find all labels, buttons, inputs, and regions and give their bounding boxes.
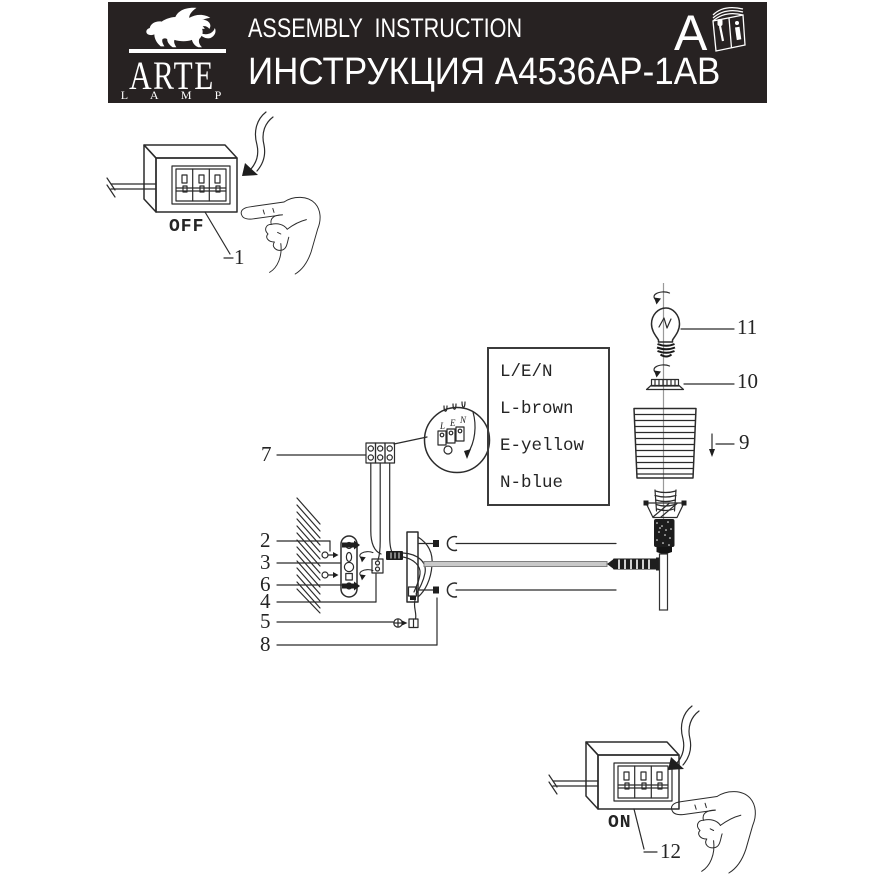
part-number-11: 11 xyxy=(737,315,758,339)
legend-line-blue: N-blue xyxy=(500,473,564,493)
winged-lion-icon xyxy=(146,7,216,48)
legend-line-len: L/E/N xyxy=(500,362,553,382)
leader-lines xyxy=(276,328,735,646)
logo-underline xyxy=(129,49,226,53)
wall-hatching xyxy=(296,497,321,614)
title-english: ASSEMBLY INSTRUCTION xyxy=(248,13,523,43)
brand-subtitle: L A M P xyxy=(120,88,232,102)
canopy-screw-and-nut xyxy=(393,618,419,629)
brand-logo: ARTE L A M P xyxy=(114,2,230,103)
light-bulb xyxy=(650,307,681,358)
part-number-3: 3 xyxy=(260,550,271,574)
press-arrow-off xyxy=(241,111,274,177)
rotate-arrow-bulb xyxy=(653,291,671,306)
wall-anchor-screws xyxy=(321,551,339,579)
part-number-6: 6 xyxy=(260,572,271,596)
part-number-4: 4 xyxy=(260,589,271,613)
part-number-7: 7 xyxy=(261,442,272,466)
pointing-hand-on xyxy=(670,791,756,874)
pointing-hand-off xyxy=(240,196,321,275)
wire-connector xyxy=(386,551,426,595)
clamp-screw-upper xyxy=(418,535,617,552)
legend-line-brown: L-brown xyxy=(500,399,574,419)
switch-state-off: OFF xyxy=(169,217,205,237)
supply-wires xyxy=(370,462,394,561)
instruction-booklet-icon xyxy=(712,7,746,52)
balloon-letter-e: E xyxy=(450,418,456,428)
mounting-bracket xyxy=(340,535,360,598)
part-number-12: 12 xyxy=(660,839,681,863)
part-number-10: 10 xyxy=(737,369,758,393)
switch-box-on xyxy=(548,741,680,853)
part-number-9: 9 xyxy=(739,430,750,454)
balloon-letter-n: N xyxy=(460,415,467,425)
balloon-letter-l: L xyxy=(440,421,446,431)
part-number-1: 1 xyxy=(234,245,245,269)
part-number-2: 2 xyxy=(260,528,271,552)
detail-balloon xyxy=(393,401,491,474)
rotate-arrow-ring xyxy=(653,364,671,379)
title-russian-model: ИНСТРУКЦИЯ A4536AP-1AB xyxy=(248,51,721,93)
header-bar: ARTE L A M P ASSEMBLY INSTRUCTION ИНСТРУ… xyxy=(108,2,767,103)
down-rod xyxy=(658,553,669,611)
press-arrow-on xyxy=(667,705,700,771)
legend-line-yellow: E-yellow xyxy=(500,436,585,456)
lampshade xyxy=(633,407,697,479)
switch-box-off xyxy=(106,144,238,259)
lamp-terminal xyxy=(371,558,384,574)
screw-rotation-arrows xyxy=(359,551,374,581)
socket-ring xyxy=(645,378,685,391)
brand-name: ARTE xyxy=(129,53,215,98)
candle-sleeve xyxy=(654,519,675,554)
shade-socket xyxy=(643,489,687,519)
clamp-screw-lower xyxy=(418,582,617,598)
section-letter: A xyxy=(674,5,708,61)
lamp-arm xyxy=(423,557,663,571)
switch-state-on: ON xyxy=(608,813,632,833)
part-number-5: 5 xyxy=(260,609,271,633)
wiring-legend-box: L/E/N L-brown E-yellow N-blue xyxy=(487,347,610,506)
part-number-8: 8 xyxy=(260,632,271,656)
terminal-block xyxy=(365,442,396,464)
